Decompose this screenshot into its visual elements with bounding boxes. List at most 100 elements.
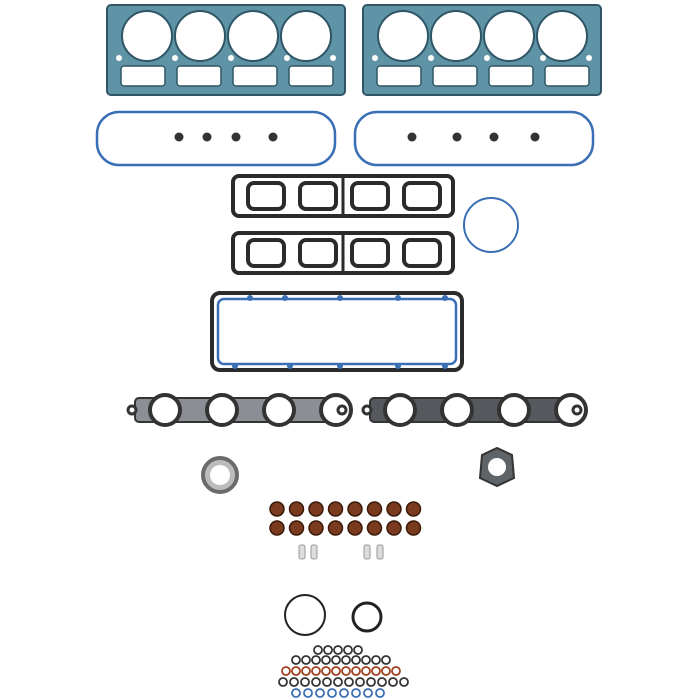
cylinder-bore: [227, 10, 279, 62]
cylinder-bore: [430, 10, 482, 62]
small-o-ring: [344, 677, 354, 687]
cylinder-bore: [377, 10, 429, 62]
exhaust-port: [383, 393, 417, 427]
small-o-ring: [301, 666, 311, 676]
valley-seal-inner: [216, 297, 458, 366]
head-gasket-right: [362, 4, 602, 96]
small-o-ring: [331, 666, 341, 676]
bolt-hole: [484, 55, 490, 61]
bolt-hole: [284, 55, 290, 61]
small-o-ring: [341, 655, 351, 665]
intake-gasket-lower: [231, 231, 455, 275]
valve-cover-gasket-right: [353, 110, 595, 167]
intake-gasket-upper: [231, 174, 455, 218]
coolant-port: [288, 65, 334, 87]
bolt-hole: [337, 295, 343, 301]
throttle-body-o-ring: [463, 197, 519, 253]
dowel-pin: [298, 544, 306, 560]
small-o-ring: [343, 645, 353, 655]
small-o-ring: [291, 688, 301, 698]
bolt-hole: [540, 55, 546, 61]
bolt-hole: [428, 55, 434, 61]
small-o-ring: [361, 655, 371, 665]
exhaust-port: [205, 393, 239, 427]
bolt-hole: [337, 363, 343, 369]
small-o-ring: [363, 688, 373, 698]
intake-port: [246, 181, 286, 211]
bolt-hole: [116, 55, 122, 61]
valve-stem-seal: [269, 520, 285, 536]
exhaust-gasket-left: [126, 393, 353, 427]
small-o-ring: [391, 666, 401, 676]
small-o-ring: [291, 666, 301, 676]
sensor-gasket-hole: [488, 458, 506, 476]
bolt-hole: [442, 295, 448, 301]
small-o-ring: [323, 645, 333, 655]
small-o-ring: [327, 688, 337, 698]
bolt-hole: [282, 295, 288, 301]
cylinder-bore: [174, 10, 226, 62]
grommet: [174, 132, 184, 142]
bolt-hole: [442, 363, 448, 369]
valve-stem-seal: [405, 520, 422, 536]
intake-port: [402, 181, 442, 211]
small-o-ring: [341, 666, 351, 676]
valve-stem-seal: [347, 501, 363, 517]
valve-cover-gasket-left: [95, 110, 337, 167]
bolt-tab: [336, 404, 348, 416]
bolt-tab: [126, 404, 138, 416]
dowel-pin: [363, 544, 371, 560]
small-o-ring: [353, 645, 363, 655]
small-o-ring: [311, 677, 321, 687]
exhaust-port: [497, 393, 531, 427]
bolt-hole: [395, 295, 401, 301]
small-o-ring: [377, 677, 387, 687]
coolant-port: [176, 65, 222, 87]
grommet: [530, 132, 540, 142]
cylinder-bore: [536, 10, 588, 62]
intake-port: [298, 181, 338, 211]
cylinder-bore: [280, 10, 332, 62]
intake-port: [298, 238, 338, 268]
bolt-hole: [232, 363, 238, 369]
small-o-ring: [333, 645, 343, 655]
small-o-ring: [311, 655, 321, 665]
small-o-ring: [339, 688, 349, 698]
grommet: [489, 132, 499, 142]
grommet: [407, 132, 417, 142]
sensor-gasket: [478, 446, 516, 488]
dowel-pins: [298, 544, 384, 560]
coolant-port: [488, 65, 534, 87]
sleeve-ring-hole: [210, 465, 230, 485]
valve-stem-seal: [386, 520, 402, 536]
valve-stem-seal: [347, 520, 363, 536]
bolt-hole: [586, 55, 592, 61]
small-o-ring: [301, 655, 311, 665]
valve-stem-seal: [308, 520, 324, 536]
small-o-ring: [351, 655, 361, 665]
bolt-hole: [287, 363, 293, 369]
valve-cover-seal: [95, 110, 337, 167]
valley-frame-outer: [210, 291, 464, 372]
exhaust-port: [262, 393, 296, 427]
intake-port: [350, 181, 390, 211]
coolant-port: [432, 65, 478, 87]
exhaust-port: [440, 393, 474, 427]
small-o-ring: [311, 666, 321, 676]
small-o-ring: [381, 655, 391, 665]
valley-cover-gasket: [210, 291, 464, 372]
small-o-ring: [281, 666, 291, 676]
grommet: [231, 132, 241, 142]
medium-o-ring: [351, 601, 383, 633]
small-o-ring: [303, 688, 313, 698]
dowel-pin: [310, 544, 318, 560]
small-o-ring: [321, 666, 331, 676]
valve-stem-seal: [405, 501, 422, 517]
coolant-port: [376, 65, 422, 87]
valve-seals: [269, 501, 422, 536]
small-o-rings: [278, 645, 409, 698]
small-o-ring: [333, 677, 343, 687]
intake-port: [246, 238, 286, 268]
bolt-hole: [172, 55, 178, 61]
